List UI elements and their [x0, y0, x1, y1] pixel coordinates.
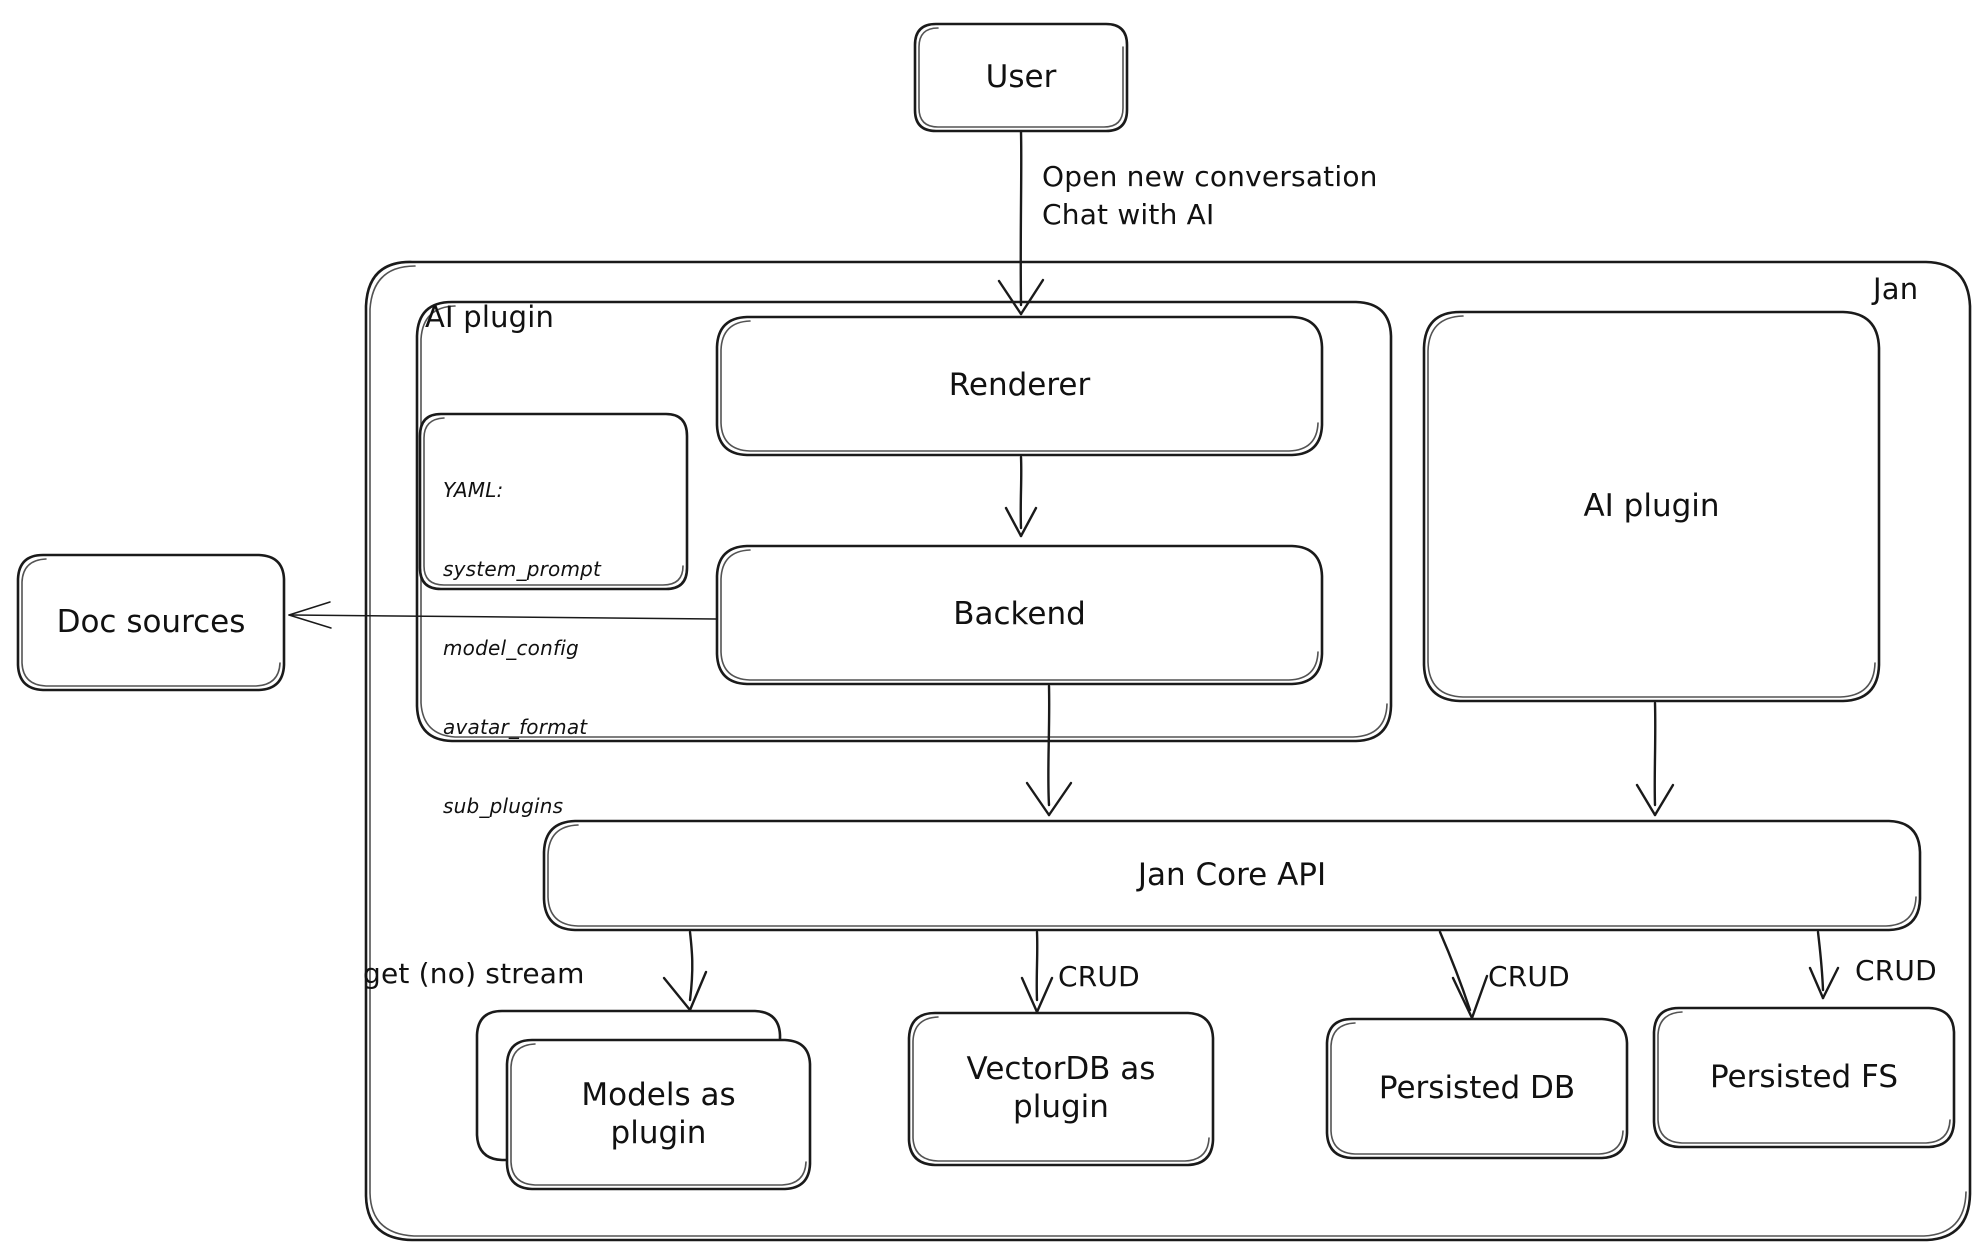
doc-sources-node-label: Doc sources	[56, 603, 246, 640]
ai-plugin-node-label: AI plugin	[1583, 487, 1720, 524]
edge-core-to-models	[662, 930, 708, 1012]
yaml-note-shape	[418, 412, 689, 591]
renderer-node-shape[interactable]	[715, 315, 1324, 457]
vectordb-as-plugin-node-label: VectorDB as plugin	[966, 1051, 1156, 1125]
edge-core-to-persisted-fs	[1808, 930, 1840, 1000]
edge-user-to-renderer	[997, 130, 1045, 316]
persisted-fs-node-shape[interactable]	[1652, 1006, 1956, 1149]
backend-node-label: Backend	[953, 596, 1086, 633]
ai-plugin-node-shape[interactable]	[1422, 310, 1881, 703]
edge-backend-to-core	[1025, 684, 1073, 817]
backend-node-shape[interactable]	[715, 544, 1324, 686]
doc-sources-node-shape[interactable]	[16, 553, 286, 692]
persisted-db-node-shape[interactable]	[1325, 1017, 1629, 1160]
user-node-shape[interactable]	[913, 22, 1129, 133]
jan-core-api-node-shape[interactable]	[542, 819, 1922, 932]
edge-renderer-to-backend	[1004, 455, 1038, 538]
models-as-plugin-node-label: Models as plugin	[581, 1076, 736, 1151]
models-as-plugin-node-shape[interactable]	[475, 1009, 812, 1191]
edge-aiplugin-to-core	[1635, 701, 1675, 817]
edge-core-to-persisted-db	[1438, 930, 1489, 1020]
edge-backend-to-doc-sources	[288, 601, 717, 629]
edge-core-to-vectordb	[1020, 930, 1054, 1014]
jan-core-api-node-label: Jan Core API	[1137, 856, 1327, 893]
vectordb-as-plugin-node-shape[interactable]	[907, 1011, 1215, 1167]
renderer-node-label: Renderer	[948, 367, 1091, 404]
persisted-db-node-label: Persisted DB	[1378, 1069, 1576, 1106]
persisted-fs-node-label: Persisted FS	[1709, 1058, 1899, 1095]
user-node-label: User	[985, 58, 1057, 95]
